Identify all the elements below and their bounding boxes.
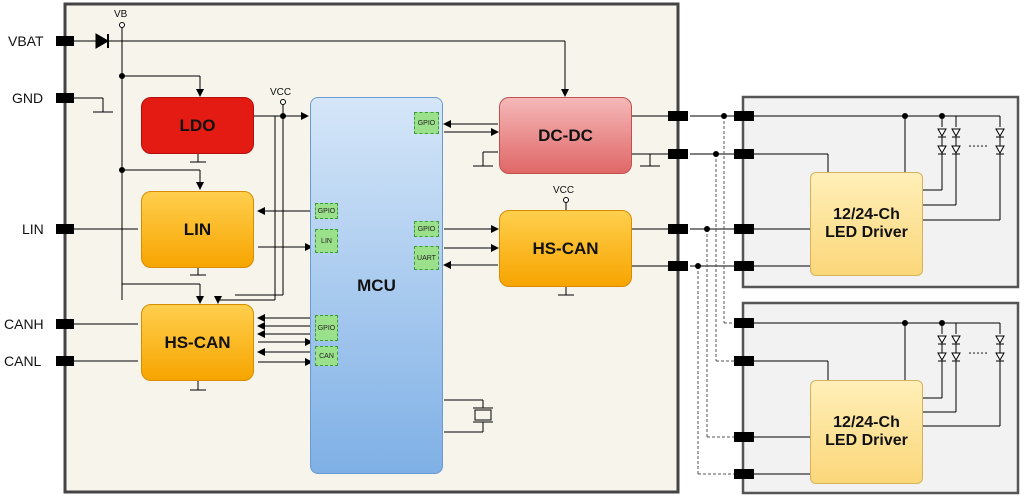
led-ellipsis-1	[969, 145, 987, 147]
vb-rail-label: VB	[114, 9, 128, 20]
mcu-block: MCU	[310, 97, 443, 474]
lin-label: LIN	[22, 221, 44, 237]
led-string-icons-1	[937, 128, 1005, 160]
vcc-rail-label: VCC	[270, 87, 292, 98]
led-module-pins	[734, 111, 754, 479]
hscan-right-block: HS-CAN	[499, 210, 632, 287]
led-string-icons-2	[937, 335, 1005, 368]
gnd-label: GND	[12, 90, 44, 106]
vbat-label: VBAT	[8, 33, 44, 49]
ldo-block: LDO	[141, 97, 254, 154]
mcu-pin-gpio-lin: GPIO	[315, 203, 338, 219]
dcdc-block: DC-DC	[499, 97, 632, 174]
mcu-pin-gpio-dcdc: GPIO	[414, 112, 439, 134]
mcu-pin-can: CAN	[315, 346, 338, 366]
canh-label: CANH	[4, 316, 44, 332]
led-driver-2: 12/24-Ch LED Driver	[810, 380, 923, 484]
mcu-pin-gpio-can: GPIO	[315, 315, 338, 341]
mcu-pin-gpio-hscan: GPIO	[414, 221, 439, 237]
mcu-pin-uart: UART	[414, 246, 439, 270]
connector-pins-left	[56, 36, 74, 366]
mcu-pin-lin: LIN	[315, 229, 338, 253]
hscan-left-block: HS-CAN	[141, 304, 254, 381]
vcc-hscan-label: VCC	[553, 185, 575, 196]
connector-pins-right	[668, 111, 688, 271]
led-ellipsis-2	[969, 352, 987, 354]
led-driver-1: 12/24-Ch LED Driver	[810, 172, 923, 276]
canl-label: CANL	[4, 353, 42, 369]
lin-block: LIN	[141, 191, 254, 268]
